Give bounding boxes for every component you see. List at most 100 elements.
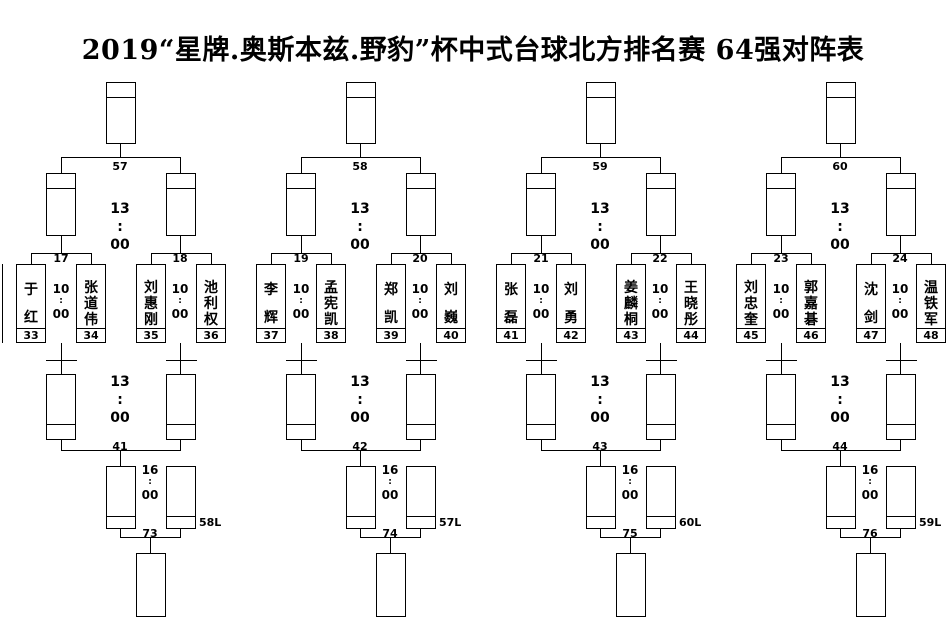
time-part: 16 <box>861 463 879 477</box>
connector <box>91 253 92 265</box>
time-part: : <box>837 392 843 408</box>
time-part: 10 <box>292 282 310 296</box>
player-name-char: 剑 <box>864 310 878 326</box>
connector <box>331 253 332 265</box>
match-time: 10:00 <box>652 282 669 321</box>
match-number: 74 <box>382 527 398 540</box>
player-name-char: 军 <box>924 312 938 328</box>
edge-mark <box>2 264 3 343</box>
player-name-char: 磊 <box>504 310 518 326</box>
time-part: 10 <box>411 282 429 296</box>
match-number: 73 <box>142 527 158 540</box>
connector <box>360 144 361 158</box>
time-part: : <box>178 296 182 306</box>
player-name-char: 刚 <box>144 312 158 328</box>
time-part: : <box>658 296 662 306</box>
time-part: 00 <box>830 237 850 253</box>
loser-source-label: 59L <box>919 516 942 529</box>
connector <box>31 253 92 254</box>
player-seed: 42 <box>557 328 585 342</box>
time-part: : <box>418 296 422 306</box>
player-name-char: 孟 <box>324 280 338 296</box>
connector <box>541 157 542 174</box>
time-part: 13 <box>110 374 130 390</box>
connector <box>660 343 661 375</box>
connector <box>600 144 601 158</box>
connector <box>406 360 437 361</box>
player-seed: 34 <box>77 328 105 342</box>
match-time: 13:00 <box>110 373 129 427</box>
time-part: 00 <box>590 410 610 426</box>
match-time: 16:00 <box>382 463 399 502</box>
time-part: 00 <box>52 307 70 321</box>
time-part: : <box>837 219 843 235</box>
player-name-char: 忠 <box>744 296 758 312</box>
lower-slot-left <box>526 374 556 440</box>
player-name-char: 勇 <box>564 310 578 326</box>
slot-divider <box>347 97 375 98</box>
match-time: 16:00 <box>862 463 879 502</box>
connector <box>301 236 302 254</box>
connector <box>766 360 797 361</box>
connector <box>541 157 661 158</box>
connector <box>781 236 782 254</box>
r1-slot-right <box>166 173 196 236</box>
player-name-char: 池 <box>204 280 218 296</box>
player-seed: 45 <box>737 328 765 342</box>
time-part: 10 <box>171 282 189 296</box>
final-winner-slot <box>856 553 886 617</box>
player-name-char: 奎 <box>744 312 758 328</box>
time-part: : <box>868 477 872 487</box>
connector <box>630 537 631 554</box>
player-name-char: 凯 <box>384 310 398 326</box>
time-part: 00 <box>861 488 879 502</box>
slot-divider <box>767 188 795 189</box>
connector <box>420 343 421 375</box>
connector <box>150 537 151 554</box>
connector <box>420 529 421 538</box>
lower-slot-right <box>646 374 676 440</box>
connector <box>451 253 452 265</box>
connector <box>781 157 901 158</box>
player-seed: 48 <box>917 328 945 342</box>
match-number: 57 <box>112 160 128 173</box>
r1-slot-right <box>646 173 676 236</box>
connector <box>541 450 661 451</box>
connector <box>900 529 901 538</box>
player-seed: 46 <box>797 328 825 342</box>
match-time: 16:00 <box>142 463 159 502</box>
player-name-char: 姜 <box>624 280 638 296</box>
connector <box>900 343 901 375</box>
time-part: : <box>628 477 632 487</box>
player-name-char: 于 <box>24 282 38 298</box>
player-seed: 37 <box>257 328 285 342</box>
connector <box>61 157 181 158</box>
player-name-char: 彤 <box>684 312 698 328</box>
time-part: 00 <box>292 307 310 321</box>
r1-slot-right <box>406 173 436 236</box>
player-name-char: 沈 <box>864 282 878 298</box>
slot-divider <box>587 516 615 517</box>
match-time: 10:00 <box>412 282 429 321</box>
final-winner-slot <box>376 553 406 617</box>
connector <box>180 157 181 174</box>
player-name-char: 温 <box>924 280 938 296</box>
final-slot-left <box>586 466 616 529</box>
match-time: 10:00 <box>293 282 310 321</box>
match-number: 44 <box>832 440 848 453</box>
connector <box>180 343 181 375</box>
player-name-char: 伟 <box>84 312 98 328</box>
time-part: 00 <box>350 410 370 426</box>
final-slot-left <box>826 466 856 529</box>
connector <box>781 450 901 451</box>
time-part: 00 <box>171 307 189 321</box>
player-name-char: 桐 <box>624 312 638 328</box>
match-number: 23 <box>773 252 789 265</box>
player-seed: 35 <box>137 328 165 342</box>
time-part: 13 <box>830 374 850 390</box>
